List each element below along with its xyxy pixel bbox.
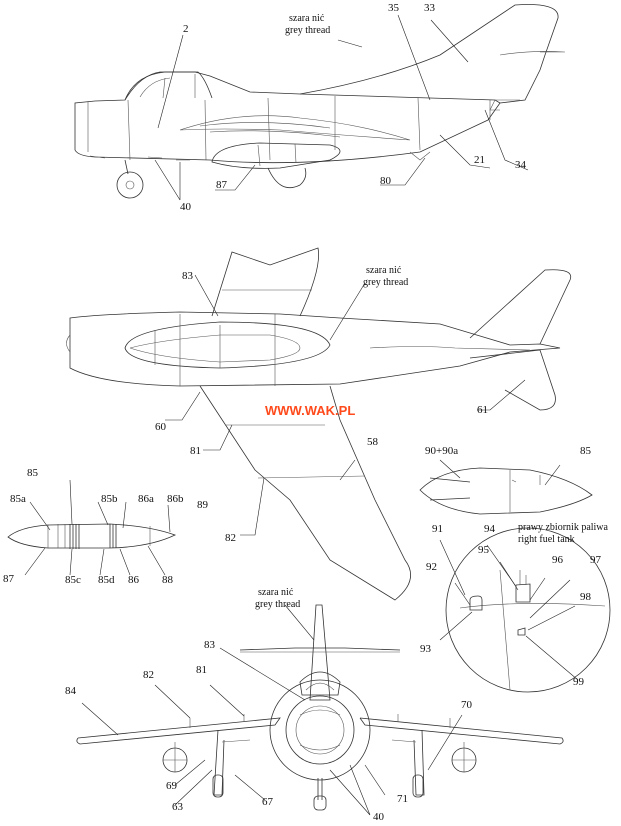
thread-note-pl-top: szara nić <box>366 265 402 276</box>
part-label: 93 <box>420 643 431 655</box>
part-label: 34 <box>515 159 526 171</box>
part-label: 83 <box>182 270 193 282</box>
part-label: 70 <box>461 699 472 711</box>
part-label: 87 <box>216 179 227 191</box>
part-label: 71 <box>397 793 408 805</box>
part-label: 94 <box>484 523 495 535</box>
side-view <box>74 4 566 201</box>
part-label: 61 <box>477 404 488 416</box>
part-label: 85a <box>10 493 26 505</box>
part-label: 21 <box>474 154 485 166</box>
watermark: WWW.WAK.PL <box>265 403 356 418</box>
part-label: 88 <box>162 574 173 586</box>
part-label: 67 <box>262 796 273 808</box>
part-label: 91 <box>432 523 443 535</box>
detail-circle <box>439 527 611 693</box>
part-label: 86 <box>128 574 139 586</box>
part-label: 35 <box>388 2 399 14</box>
part-label: 90+90a <box>425 445 459 457</box>
fuel-tank-note-pl: prawy zbiornik paliwa <box>518 522 608 533</box>
part-label: 97 <box>590 554 601 566</box>
part-label: 84 <box>65 685 76 697</box>
part-label: 85 <box>27 467 38 479</box>
part-label: 87 <box>3 573 14 585</box>
part-label: 80 <box>380 175 391 187</box>
part-label: 86b <box>167 493 184 505</box>
part-label: 85b <box>101 493 118 505</box>
part-label: 95 <box>478 544 489 556</box>
part-label: 58 <box>367 436 378 448</box>
thread-note-pl-front: szara nić <box>258 587 294 598</box>
part-label: 40 <box>180 201 191 213</box>
fuel-tank-note-en: right fuel tank <box>518 534 575 545</box>
part-label: 85c <box>65 574 81 586</box>
part-label: 86a <box>138 493 154 505</box>
part-label: 92 <box>426 561 437 573</box>
part-label: 89 <box>197 499 208 511</box>
part-label: 33 <box>424 2 435 14</box>
thread-note-en-front: grey thread <box>255 599 301 610</box>
drop-tank-right <box>419 459 593 515</box>
part-label: 85d <box>98 574 115 586</box>
part-label: 83 <box>204 639 215 651</box>
thread-note-en-side: grey thread <box>285 25 331 36</box>
thread-note-pl-side: szara nić <box>289 13 325 24</box>
part-label: 82 <box>225 532 236 544</box>
drop-tank-left <box>7 479 177 576</box>
top-view <box>66 247 572 601</box>
part-label: 81 <box>190 445 201 457</box>
part-label: 81 <box>196 664 207 676</box>
part-label: 63 <box>172 801 183 813</box>
front-view <box>76 604 564 816</box>
part-label: 2 <box>183 23 189 35</box>
part-label: 96 <box>552 554 563 566</box>
part-label: 99 <box>573 676 584 688</box>
part-label: 60 <box>155 421 166 433</box>
part-label: 69 <box>166 780 177 792</box>
thread-note-en-top: grey thread <box>363 277 409 288</box>
part-label: 82 <box>143 669 154 681</box>
part-label: 98 <box>580 591 591 603</box>
part-label: 40 <box>373 811 384 823</box>
part-label: 85 <box>580 445 591 457</box>
